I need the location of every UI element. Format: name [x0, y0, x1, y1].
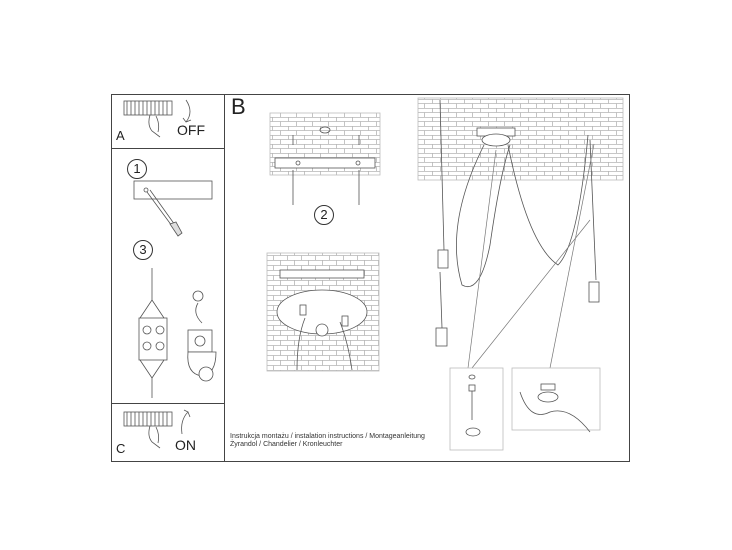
- step-3-terminal-block-icon: [138, 268, 217, 398]
- on-label: ON: [175, 437, 196, 453]
- off-label: OFF: [177, 122, 205, 138]
- wall-with-pendants-illustration: [417, 97, 624, 347]
- switchboard-on-icon: [123, 409, 191, 449]
- panel-a-letter: A: [116, 128, 125, 143]
- detail-pointer-lines: [467, 143, 595, 369]
- step-4-canopy-icon: [266, 252, 380, 372]
- panel-a-divider: [111, 148, 224, 149]
- switchboard-off-icon: [123, 99, 192, 138]
- panel-c-letter: C: [116, 441, 126, 456]
- step-5-detail-box: [449, 367, 504, 451]
- footer-line-1: Instrukcja montażu / instalation instruc…: [230, 433, 425, 440]
- step-6-detail-box: [511, 367, 601, 433]
- instruction-frame: [111, 94, 630, 462]
- panel-b-letter: B: [231, 94, 246, 119]
- left-column-divider: [224, 94, 225, 462]
- footer-line-2: Żyrandol / Chandelier / Kronleuchter: [230, 441, 343, 448]
- step-3-number: 3: [133, 240, 153, 260]
- step-1-screwdriver-icon: [133, 180, 213, 237]
- step-2-ceiling-bracket-icon: [269, 112, 381, 205]
- step-2-number: 2: [314, 205, 334, 225]
- panel-c-divider: [111, 403, 224, 404]
- step-1-number: 1: [127, 159, 147, 179]
